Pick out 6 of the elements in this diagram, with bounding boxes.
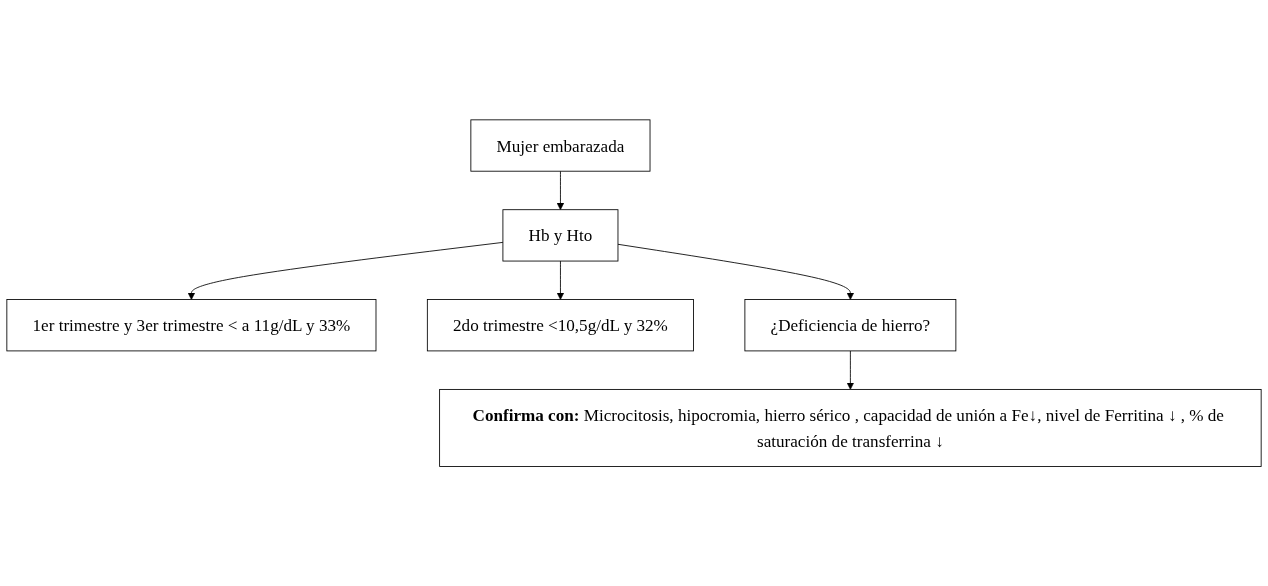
node-box: ¿Deficiencia de hierro? <box>744 299 957 352</box>
node-box: Confirma con: Microcitosis, hipocromia, hierro sérico , capacidad de unión a Fe↓, nivel de Ferritina ↓ , % de saturación de transferrina ↓ <box>439 388 1262 467</box>
node-box: 2do trimestre <10,5g/dL y 32% <box>426 299 694 352</box>
node-box: 1er trimestre y 3er trimestre < a 11g/dL y 33% <box>6 299 377 352</box>
node-box: Hb y Hto <box>502 209 619 262</box>
node-box: Mujer embarazada <box>470 119 651 172</box>
